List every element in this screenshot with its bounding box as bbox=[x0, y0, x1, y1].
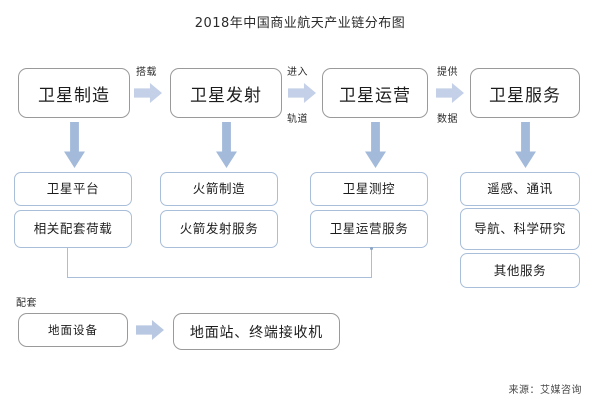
arrow-down-service bbox=[515, 122, 536, 168]
sub-box-rocket-launch-service[interactable]: 火箭发射服务 bbox=[160, 210, 278, 248]
sub-box-other-services[interactable]: 其他服务 bbox=[460, 253, 580, 288]
support-box-ground-equipment[interactable]: 地面设备 bbox=[18, 313, 128, 347]
connector-horizontal-run bbox=[67, 277, 372, 278]
arrow-right-ground-equipment-to-stations bbox=[136, 320, 164, 340]
sub-box-navigation-research[interactable]: 导航、科学研究 bbox=[460, 208, 580, 250]
support-box-ground-stations[interactable]: 地面站、终端接收机 bbox=[173, 313, 340, 350]
stage-box-satellite-manufacturing[interactable]: 卫星制造 bbox=[18, 68, 130, 118]
sub-box-rocket-manufacturing[interactable]: 火箭制造 bbox=[160, 172, 278, 206]
stage-box-satellite-service[interactable]: 卫星服务 bbox=[470, 68, 580, 118]
connector-junction-dot bbox=[370, 247, 373, 250]
arrow-caption-shuju: 数据 bbox=[437, 114, 458, 125]
stage-box-satellite-operation[interactable]: 卫星运营 bbox=[322, 68, 428, 118]
sub-box-remote-sensing-comms[interactable]: 遥感、通讯 bbox=[460, 172, 580, 206]
sub-box-related-payload[interactable]: 相关配套荷载 bbox=[14, 210, 132, 248]
stage-box-satellite-launch[interactable]: 卫星发射 bbox=[170, 68, 282, 118]
page-title: 2018年中国商业航天产业链分布图 bbox=[194, 16, 406, 31]
connector-col3-up bbox=[371, 248, 372, 278]
arrow-right-manufacturing-to-launch bbox=[134, 83, 162, 103]
arrow-down-launch bbox=[216, 122, 237, 168]
arrow-caption-jinru: 进入 bbox=[287, 67, 308, 78]
arrow-right-launch-to-operation bbox=[288, 83, 316, 103]
arrow-caption-daizai: 搭载 bbox=[136, 67, 157, 78]
section-label-support: 配套 bbox=[16, 298, 37, 309]
arrow-down-manufacturing bbox=[64, 122, 85, 168]
connector-col1-down bbox=[67, 248, 68, 278]
sub-box-satellite-operation-service[interactable]: 卫星运营服务 bbox=[310, 210, 428, 248]
source-credit: 来源：艾媒咨询 bbox=[508, 385, 582, 396]
arrow-caption-tigong: 提供 bbox=[437, 67, 458, 78]
sub-box-satellite-tracking[interactable]: 卫星测控 bbox=[310, 172, 428, 206]
arrow-right-operation-to-service bbox=[436, 83, 464, 103]
sub-box-satellite-platform[interactable]: 卫星平台 bbox=[14, 172, 132, 206]
arrow-down-operation bbox=[365, 122, 386, 168]
arrow-caption-guidao: 轨道 bbox=[287, 114, 308, 125]
